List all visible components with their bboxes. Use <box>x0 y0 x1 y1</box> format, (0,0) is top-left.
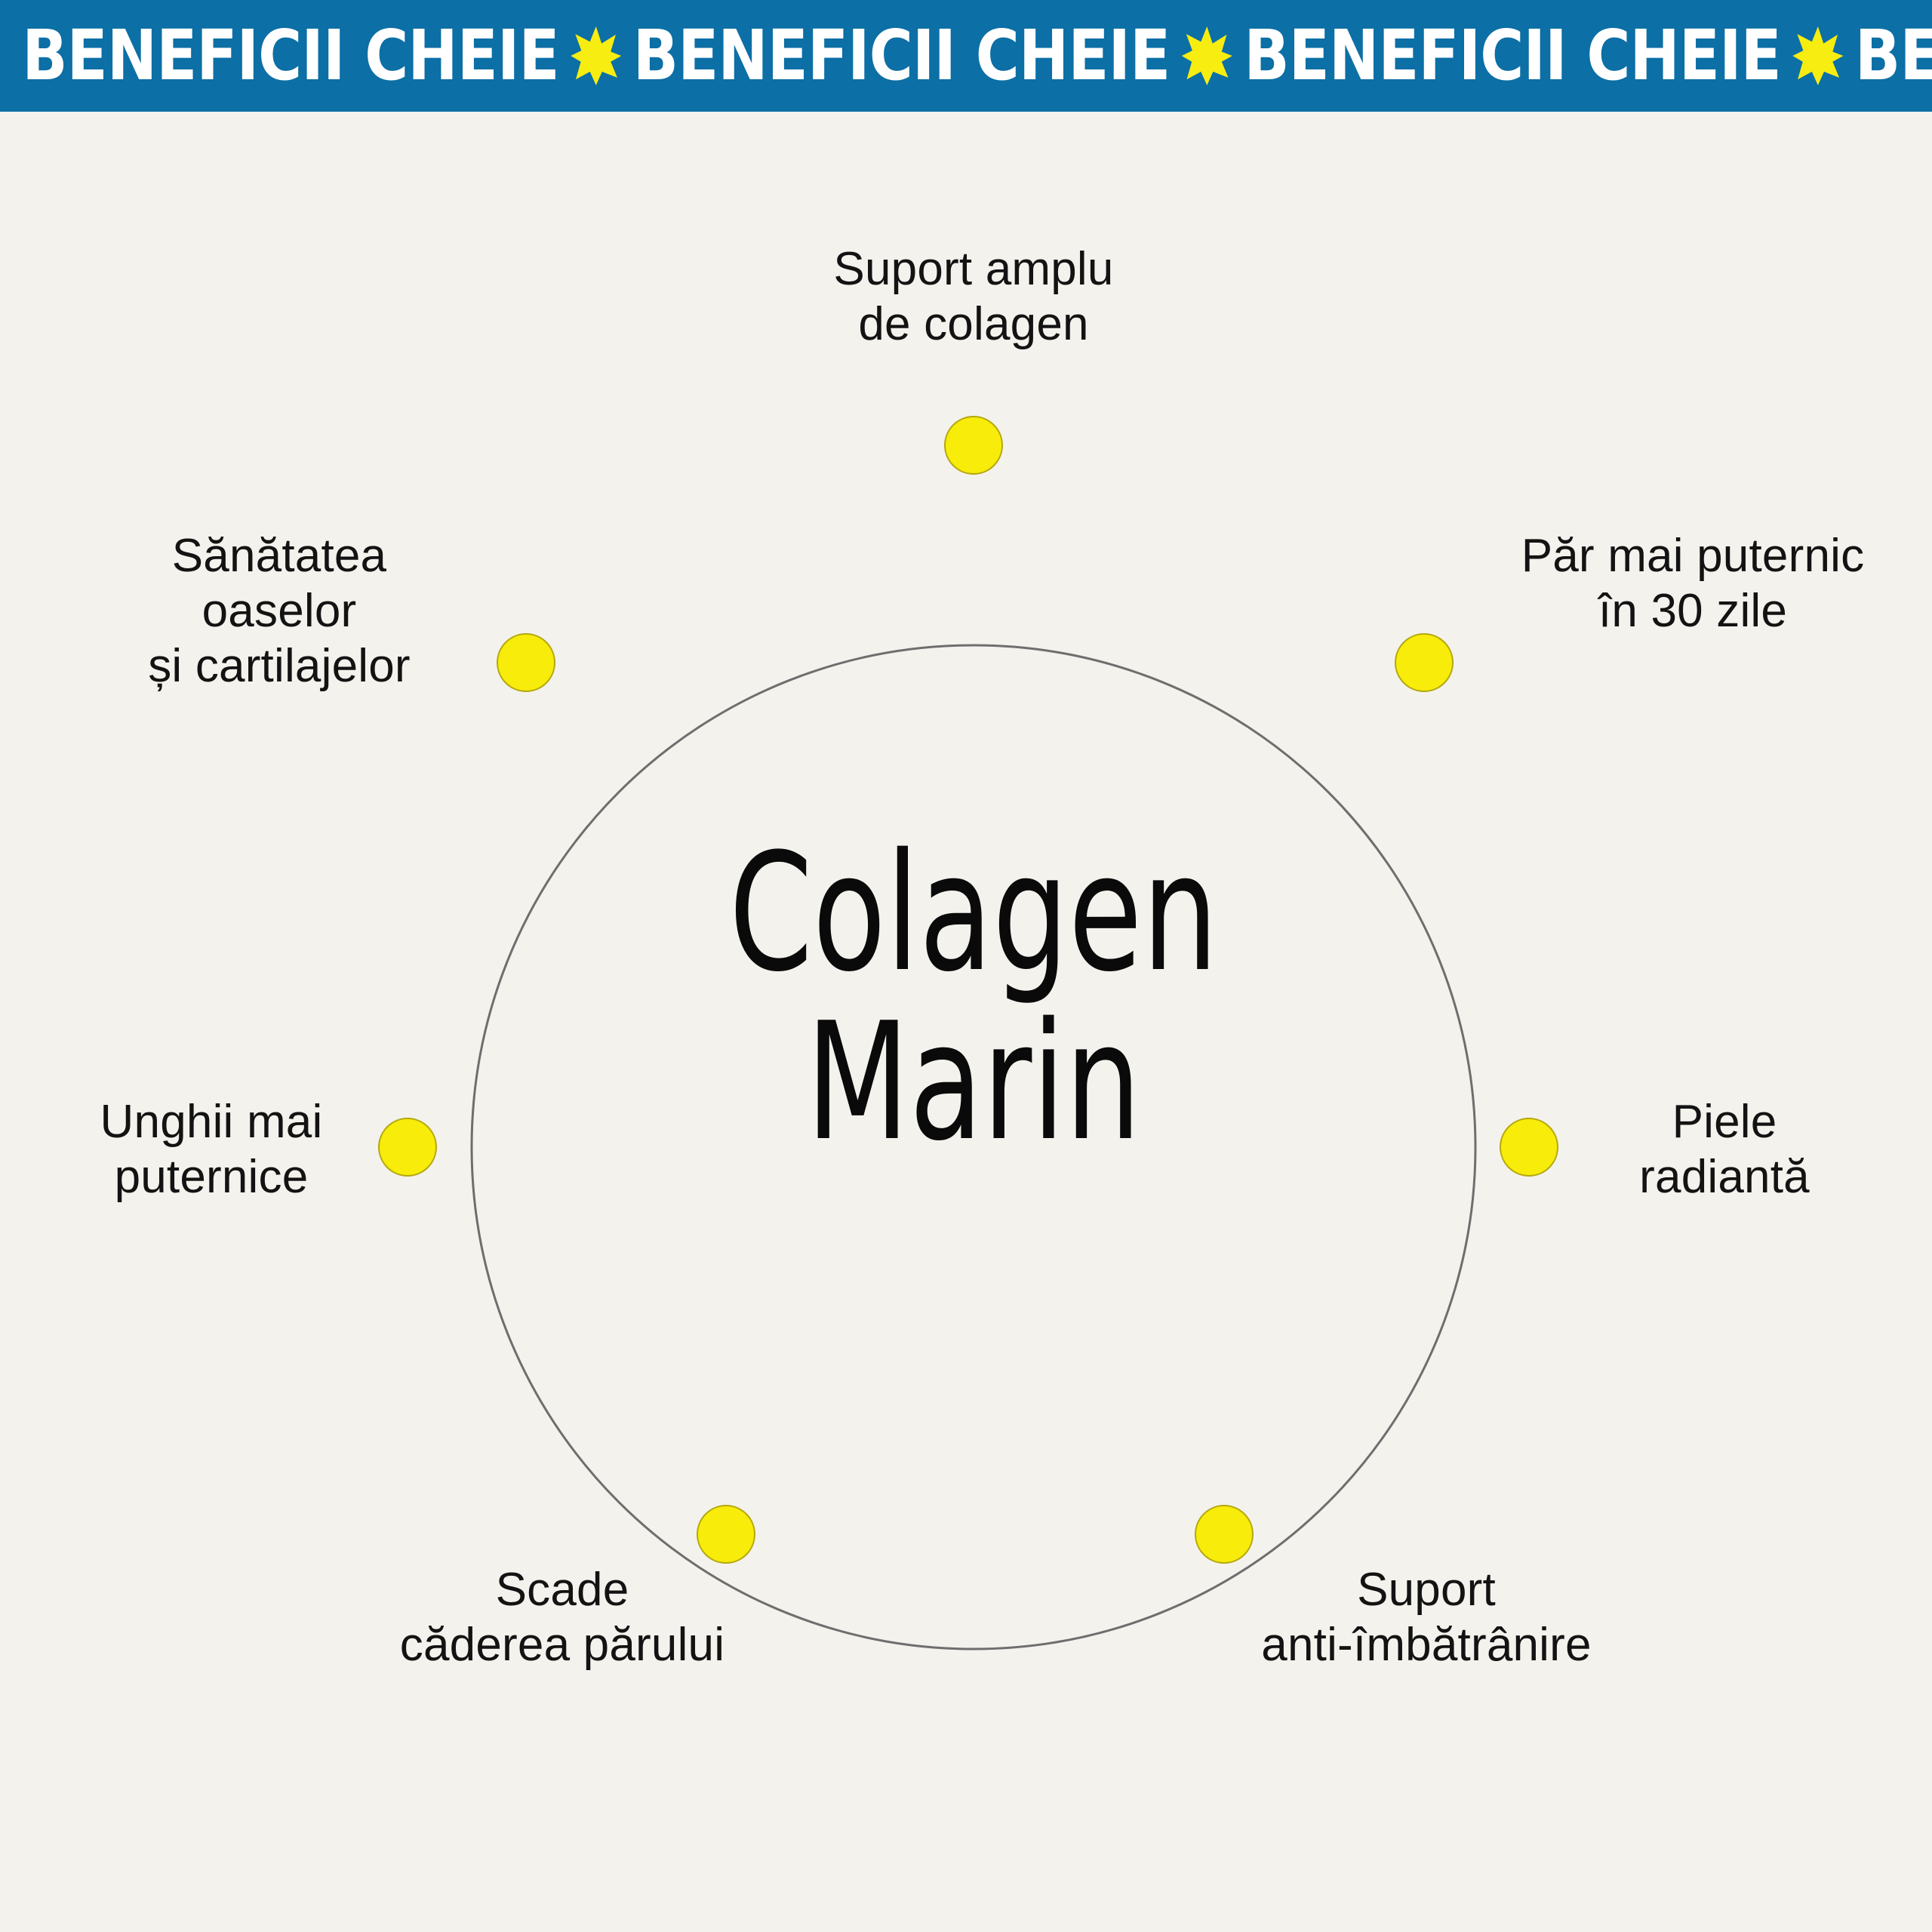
benefit-label-bone-joint-health: Sănătatea oaselor și cartilajelor <box>148 530 411 693</box>
starburst-icon <box>1792 26 1844 85</box>
key-benefits-banner: BENEFICII CHEIE BENEFICII CHEIE BENEFICI… <box>0 0 1932 112</box>
starburst-icon <box>1181 26 1232 85</box>
benefit-label-stronger-hair: Păr mai puternic în 30 zile <box>1521 530 1865 638</box>
starburst-icon <box>571 26 622 85</box>
banner-text-2: BENEFICII CHEIE <box>632 15 1171 96</box>
benefit-node-dot-stronger-hair[interactable] <box>1395 633 1454 692</box>
benefit-node-dot-anti-aging[interactable] <box>1195 1505 1254 1564</box>
benefit-label-radiant-skin: Piele radiantă <box>1639 1096 1810 1204</box>
benefit-node-dot-less-hair-loss[interactable] <box>697 1505 755 1564</box>
banner-text-1: BENEFICII CHEIE <box>22 15 559 96</box>
orbit-ring <box>470 644 1477 1651</box>
benefit-node-dot-bone-joint-health[interactable] <box>497 633 555 692</box>
banner-text-3: BENEFICII CHEIE <box>1244 15 1781 96</box>
benefit-label-anti-aging: Suport anti-îmbătrânire <box>1261 1564 1592 1672</box>
benefit-node-dot-collagen-support[interactable] <box>944 416 1003 475</box>
benefit-node-dot-radiant-skin[interactable] <box>1500 1118 1558 1177</box>
benefit-label-stronger-nails: Unghii mai puternice <box>100 1096 323 1204</box>
benefit-label-collagen-support: Suport amplu de colagen <box>833 243 1114 351</box>
benefit-label-less-hair-loss: Scade căderea părului <box>399 1564 725 1672</box>
marquee-track: BENEFICII CHEIE BENEFICII CHEIE BENEFICI… <box>0 21 1932 91</box>
benefit-node-dot-stronger-nails[interactable] <box>378 1118 437 1177</box>
center-title: Colagen Marin <box>729 818 1218 1177</box>
ring-circle <box>470 644 1477 1651</box>
banner-text-4: BENEFICII CHEIE <box>1854 15 1932 96</box>
